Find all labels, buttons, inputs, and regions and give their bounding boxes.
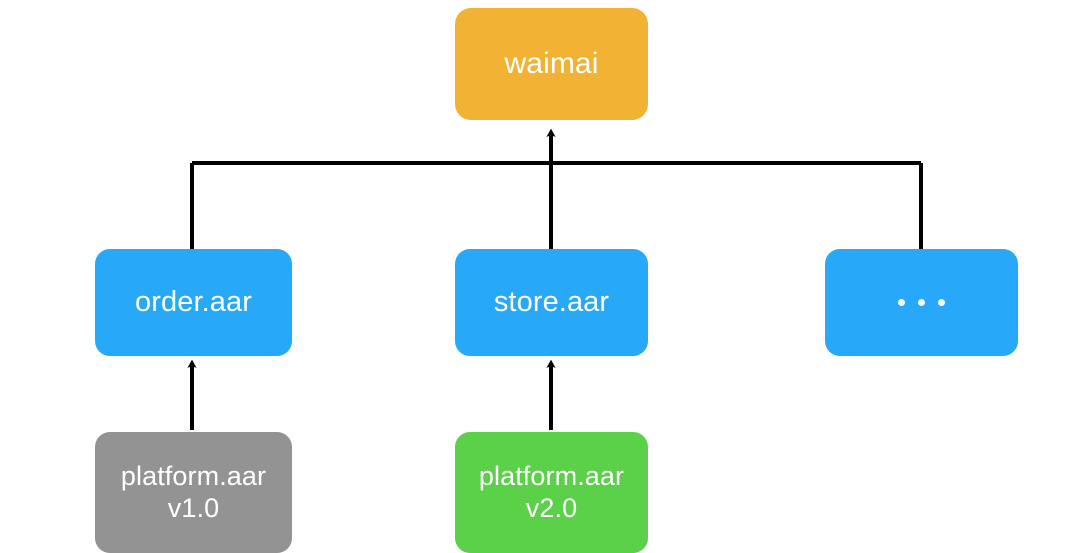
ellipsis-icon <box>898 299 945 306</box>
node-store-aar-label: store.aar <box>493 286 610 319</box>
node-platform-aar-v1-name: platform.aar <box>120 460 267 491</box>
node-platform-aar-v2-name: platform.aar <box>478 460 625 491</box>
node-order-aar[interactable]: order.aar <box>95 249 292 356</box>
node-store-aar[interactable]: store.aar <box>455 249 648 356</box>
node-order-aar-label: order.aar <box>135 286 252 319</box>
node-platform-aar-v2-version: v2.0 <box>525 492 578 523</box>
node-waimai-label: waimai <box>504 47 599 81</box>
node-platform-aar-v1-version: v1.0 <box>167 492 220 523</box>
node-waimai[interactable]: waimai <box>455 8 648 120</box>
node-more-modules[interactable]: … <box>825 249 1018 356</box>
node-platform-aar-v2[interactable]: platform.aar v2.0 <box>455 432 648 553</box>
node-platform-aar-v1[interactable]: platform.aar v1.0 <box>95 432 292 553</box>
